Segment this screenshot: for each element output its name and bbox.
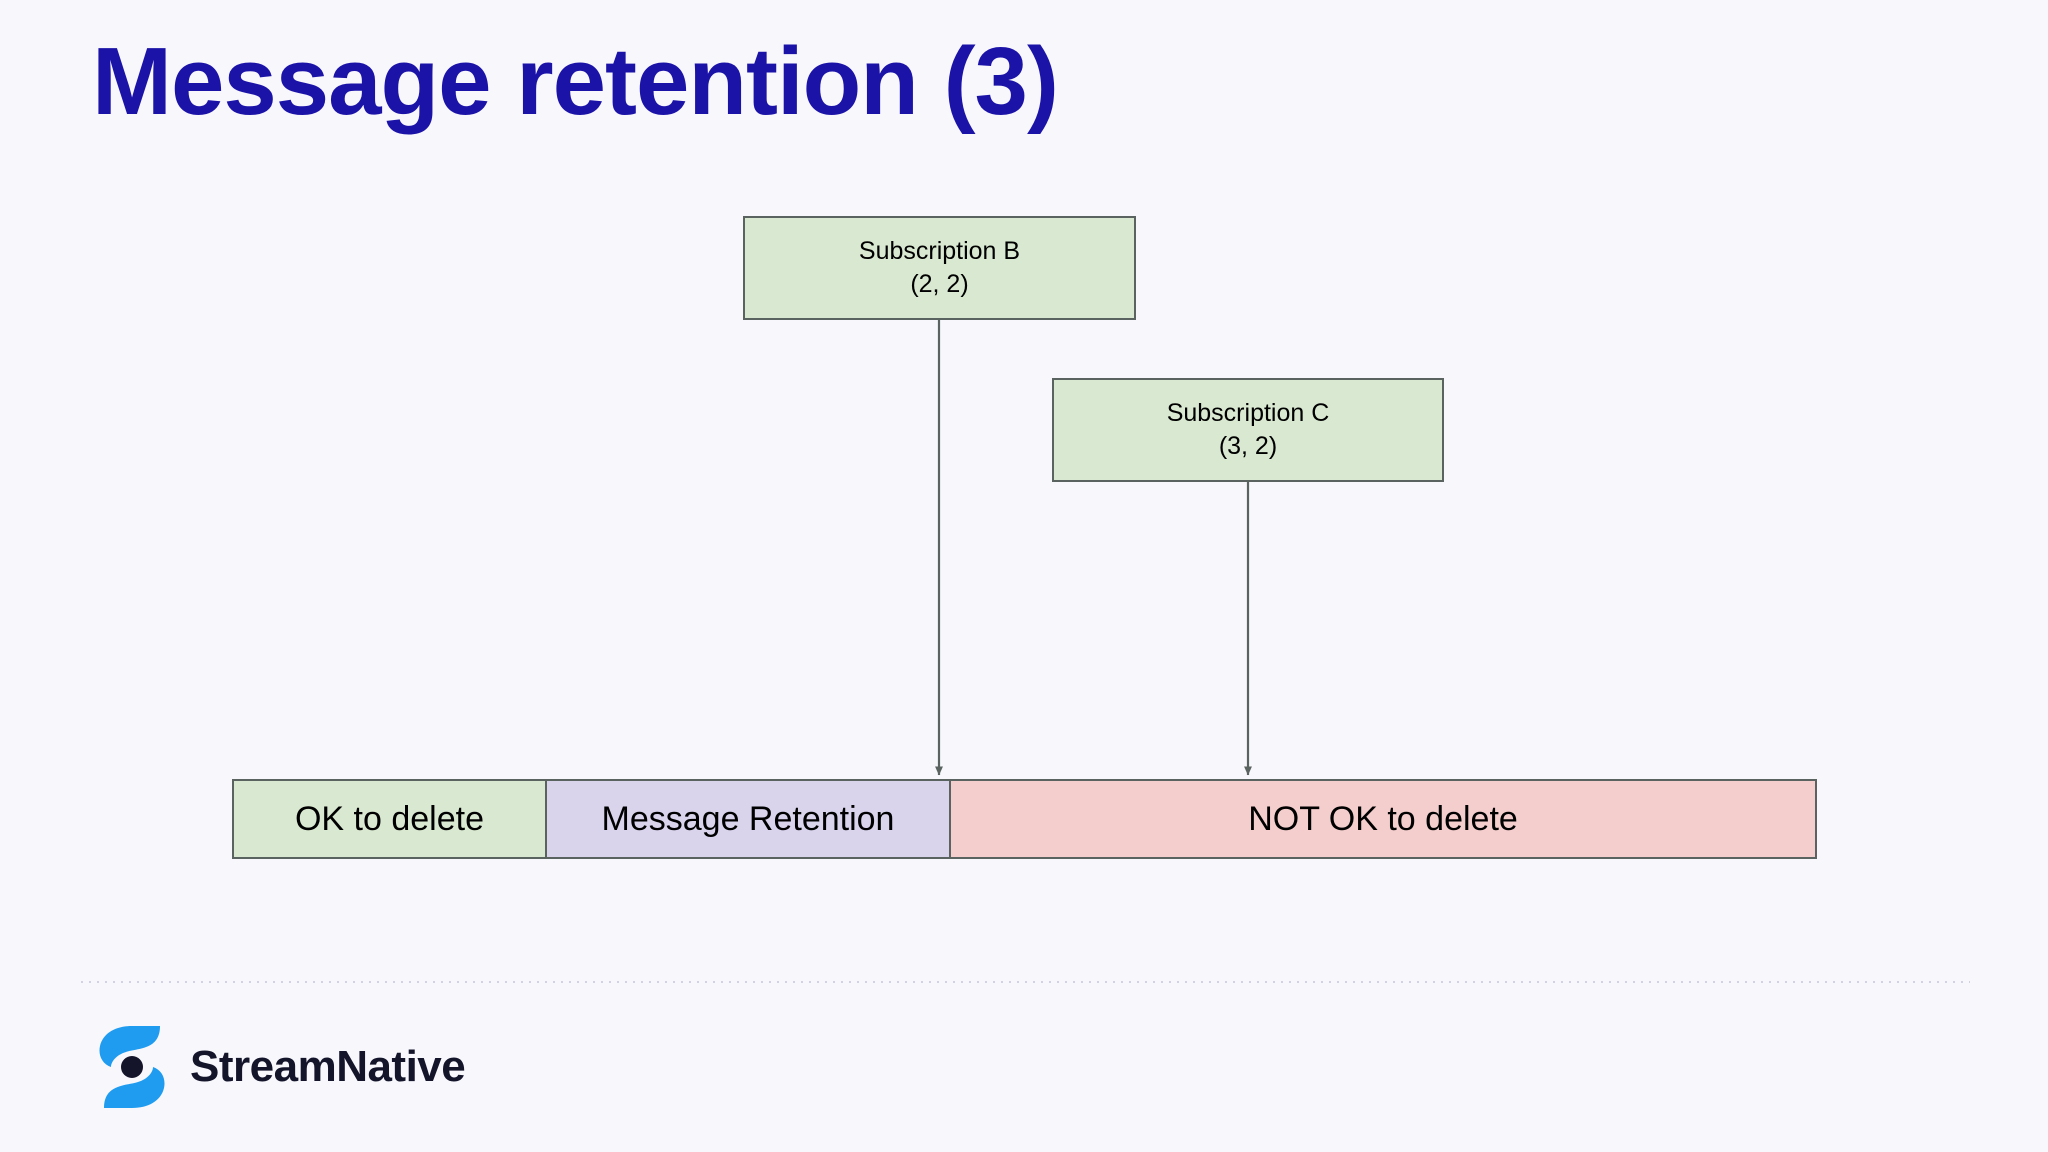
subscription-c-position: (3, 2) <box>1218 432 1278 460</box>
bar-segment-message-retention[interactable]: Message Retention <box>547 781 951 857</box>
streamnative-s-logo-icon <box>99 1026 165 1108</box>
subscription-b-box[interactable]: Subscription B (2, 2) <box>743 216 1136 320</box>
retention-bar: OK to delete Message Retention NOT OK to… <box>232 779 1817 859</box>
subscription-c-name: Subscription C <box>1166 398 1330 427</box>
subscription-b-position: (2, 2) <box>910 270 969 298</box>
streamnative-wordmark: StreamNative <box>190 1042 466 1091</box>
page-title: Message retention (3) <box>92 28 1059 135</box>
subscription-b-name: Subscription B <box>858 236 1021 265</box>
footer-brand: StreamNative <box>96 1022 466 1112</box>
footer-divider <box>78 981 1970 983</box>
bar-segment-not-ok-to-delete[interactable]: NOT OK to delete <box>951 781 1815 857</box>
subscription-c-box[interactable]: Subscription C (3, 2) <box>1052 378 1444 482</box>
bar-segment-ok-to-delete[interactable]: OK to delete <box>234 781 547 857</box>
